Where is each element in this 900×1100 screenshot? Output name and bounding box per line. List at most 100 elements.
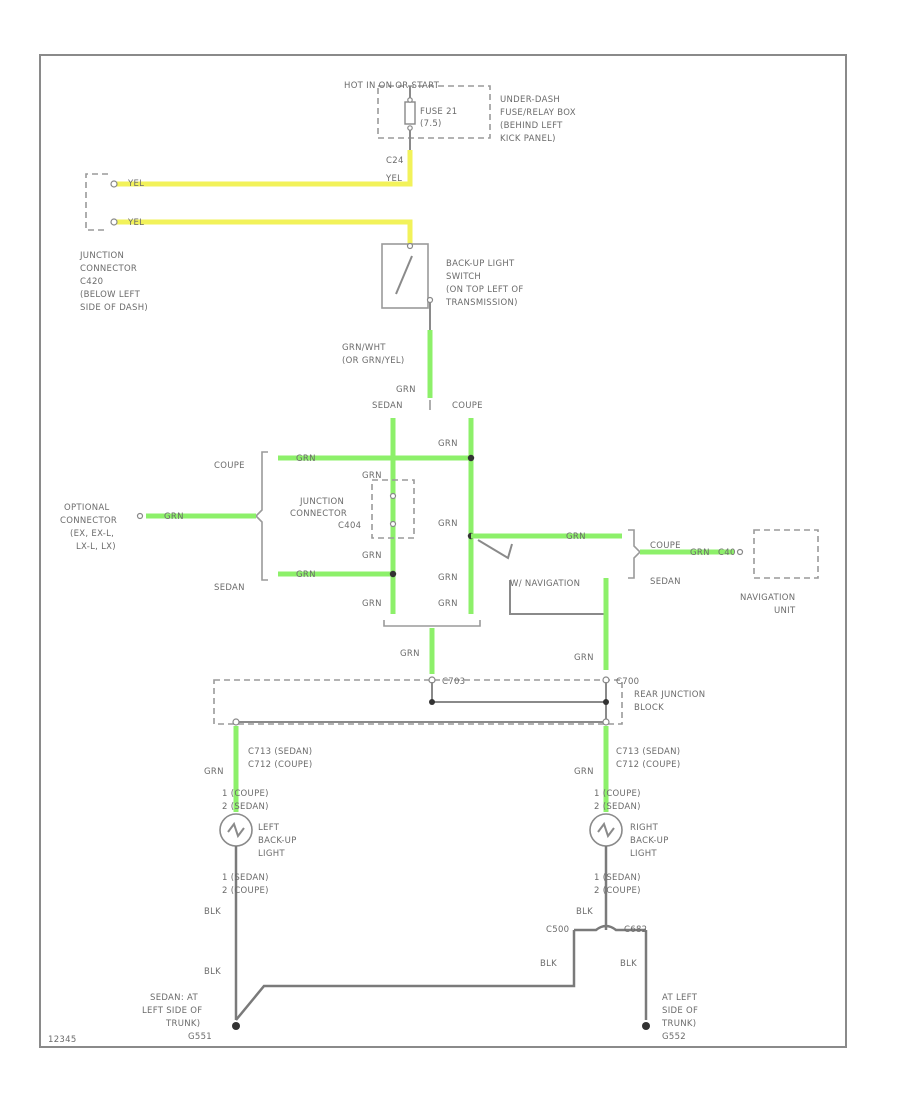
fuse-box-label-1: UNDER-DASH [500,95,560,105]
right-connector-label-2: C712 (COUPE) [616,760,680,770]
fuse-pin-label: (7.5) [420,119,442,129]
labels: HOT IN ON OR START FUSE 21 (7.5) UNDER-D… [48,81,796,1045]
blk-to-left-ground [235,930,576,1021]
grn-k-label: GRN [400,649,420,659]
right-bracket [628,529,642,579]
left-connector-label-2: C712 (COUPE) [248,760,312,770]
grn-e-label: GRN [362,551,382,561]
yel-label-2: YEL [127,218,144,228]
nav-switch-blade [477,539,513,560]
optional-label-1: OPTIONAL [64,503,110,513]
grn-b-label: GRN [296,454,316,464]
ground-right-label-3: TRUNK) [661,1019,696,1029]
grn-j-label: GRN [438,599,458,609]
jc2-label-2: CONNECTOR [290,509,347,519]
navigation-unit [753,529,819,579]
right-light-label-2: BACK-UP [630,836,669,846]
hot-in-label: HOT IN ON OR START [344,81,440,91]
junction-connector-c420 [85,173,108,231]
nav-unit-label-2: UNIT [774,606,796,616]
fuse-box-label-2: FUSE/RELAY BOX [500,108,576,118]
ground-right-label-4: G552 [662,1032,686,1042]
blk-mid-label: BLK [540,959,557,969]
left-pin-label-4: 2 (COUPE) [222,886,269,896]
fuse-21 [404,101,416,125]
switch-label-4: TRANSMISSION) [445,298,518,308]
blk-ground-split [574,924,646,932]
grn-f-label: GRN [566,532,586,542]
ground-left-label-1: SEDAN: AT [150,993,198,1003]
sedan-left-label: SEDAN [214,583,245,593]
junction-connector-c404 [371,479,415,539]
ground-left-label-4: G551 [188,1032,212,1042]
c700-label: C700 [616,677,639,687]
optional-label-3: (EX, EX-L, [70,529,114,539]
yel-wire-main [116,150,413,187]
rear-junction-label-1: REAR JUNCTION [634,690,705,700]
yel-main-label: YEL [385,174,402,184]
switch-label-3: (ON TOP LEFT OF [446,285,524,295]
jc-label-1: JUNCTION [79,251,124,261]
left-connector-label-1: C713 (SEDAN) [248,747,312,757]
grn-d-label: GRN [438,519,458,529]
left-pin-label-3: 1 (SEDAN) [222,873,269,883]
right-pin-label-4: 2 (COUPE) [594,886,641,896]
fuse-label: FUSE 21 [420,107,458,117]
c682-label: C682 [624,925,647,935]
jc2-label-1: JUNCTION [299,497,344,507]
blk-right-label: BLK [576,907,593,917]
left-bulb-filament [227,821,245,839]
left-pin-label-1: 1 (COUPE) [222,789,269,799]
right-connector-label-1: C713 (SEDAN) [616,747,680,757]
backup-switch-blade [395,255,413,295]
left-light-label-3: LIGHT [258,849,285,859]
coupe-left-label: COUPE [214,461,245,471]
coupe-top-label: COUPE [452,401,483,411]
diagram-frame [39,54,847,1048]
bottom-bracket [383,620,481,627]
yel-label-1: YEL [127,179,144,189]
grn-l-label: GRN [574,653,594,663]
grn-wht-label-1: GRN/WHT [342,343,386,353]
grn-wht-label-2: (OR GRN/YEL) [342,356,405,366]
grn-left-light-label: GRN [204,767,224,777]
jc-label-4: (BELOW LEFT [80,290,141,300]
fuse-box-label-4: KICK PANEL) [500,134,556,144]
switch-label-1: BACK-UP LIGHT [446,259,515,269]
footer-label: 12345 [48,1035,77,1045]
jc-label-3: C420 [80,277,103,287]
fuse-box-outline [377,85,491,139]
grn-g-label: GRN [296,570,316,580]
nav-sedan-path [509,580,604,615]
c703-label: C703 [442,677,465,687]
c500-label: C500 [546,925,569,935]
blk-left-label: BLK [204,907,221,917]
right-light-label-1: RIGHT [630,823,659,833]
optional-label-4: LX-L, LX) [76,542,116,552]
jc-label-2: CONNECTOR [80,264,137,274]
rj-internal-bus [236,682,607,723]
right-bulb-filament [597,821,615,839]
backup-switch-outline [381,243,429,309]
jc2-label-3: C404 [338,521,361,531]
right-pin-label-3: 1 (SEDAN) [594,873,641,883]
sedan-right-label: SEDAN [650,577,681,587]
rear-junction-block [213,679,623,725]
ground-right-label-1: AT LEFT [662,993,698,1003]
c40-label: C40 [718,548,736,558]
connector-c24-label: C24 [386,156,404,166]
optional-label-2: CONNECTOR [60,516,117,526]
grn-nav-label: GRN [690,548,710,558]
grn-top-label: GRN [396,385,416,395]
grn-right-light-label: GRN [574,767,594,777]
blk-lower-right-label: BLK [620,959,637,969]
rear-junction-label-2: BLOCK [634,703,664,713]
left-light-label-2: BACK-UP [258,836,297,846]
right-light-label-3: LIGHT [630,849,657,859]
right-pin-label-1: 1 (COUPE) [594,789,641,799]
left-bracket [254,451,268,581]
jc-label-5: SIDE OF DASH) [80,303,148,313]
fuse-box-label-3: (BEHIND LEFT [500,121,563,131]
grn-a-label: GRN [438,439,458,449]
